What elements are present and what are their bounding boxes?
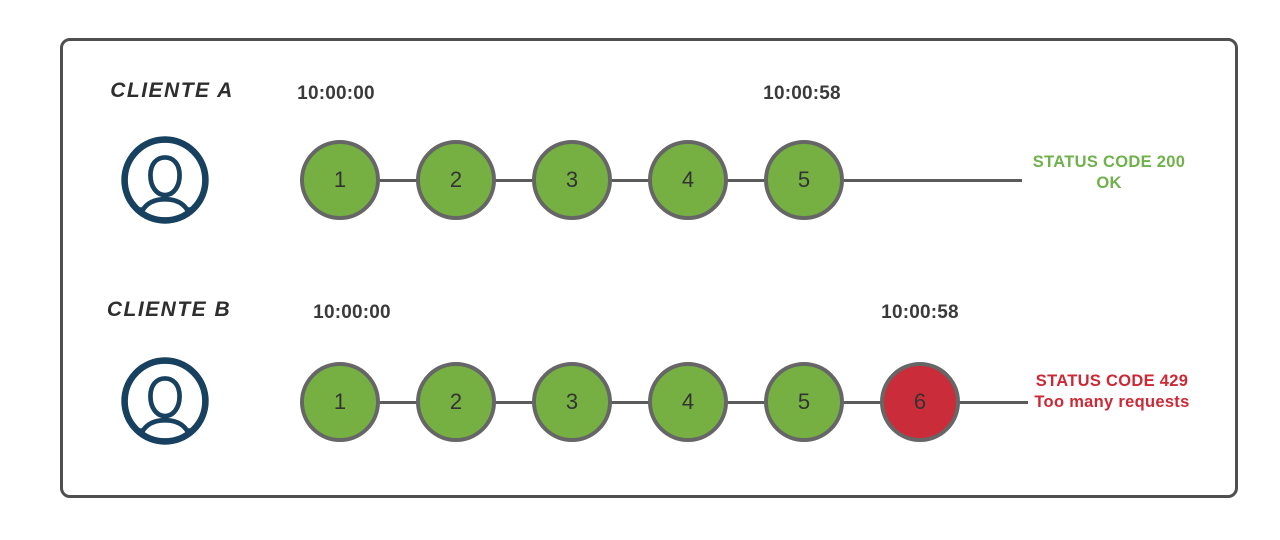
client-b-label: CLIENTE B bbox=[106, 298, 232, 321]
user-icon bbox=[121, 357, 209, 445]
timestamp-start-a: 10:00:00 bbox=[297, 83, 375, 104]
timestamp-end-b: 10:00:58 bbox=[881, 302, 959, 323]
request-circle: 3 bbox=[532, 362, 612, 442]
timestamp-start-b: 10:00:00 bbox=[313, 302, 391, 323]
request-circle: 1 bbox=[300, 140, 380, 220]
request-circle: 1 bbox=[300, 362, 380, 442]
request-circle: 2 bbox=[416, 362, 496, 442]
status-a: STATUS CODE 200 OK bbox=[1021, 152, 1197, 194]
request-circle: 4 bbox=[648, 140, 728, 220]
timestamp-end-a: 10:00:58 bbox=[763, 83, 841, 104]
request-circle: 4 bbox=[648, 362, 728, 442]
status-a-message: OK bbox=[1096, 174, 1122, 192]
request-circle-blocked: 6 bbox=[880, 362, 960, 442]
status-b-code: STATUS CODE 429 bbox=[1035, 372, 1189, 390]
user-icon bbox=[121, 136, 209, 224]
client-a-label: CLIENTE A bbox=[110, 79, 234, 102]
status-b: STATUS CODE 429 Too many requests bbox=[1024, 371, 1200, 413]
diagram-frame bbox=[60, 38, 1238, 498]
request-circle: 3 bbox=[532, 140, 612, 220]
status-b-message: Too many requests bbox=[1034, 393, 1190, 411]
status-a-code: STATUS CODE 200 bbox=[1032, 153, 1186, 171]
request-circle: 5 bbox=[764, 362, 844, 442]
request-circle: 5 bbox=[764, 140, 844, 220]
request-circle: 2 bbox=[416, 140, 496, 220]
